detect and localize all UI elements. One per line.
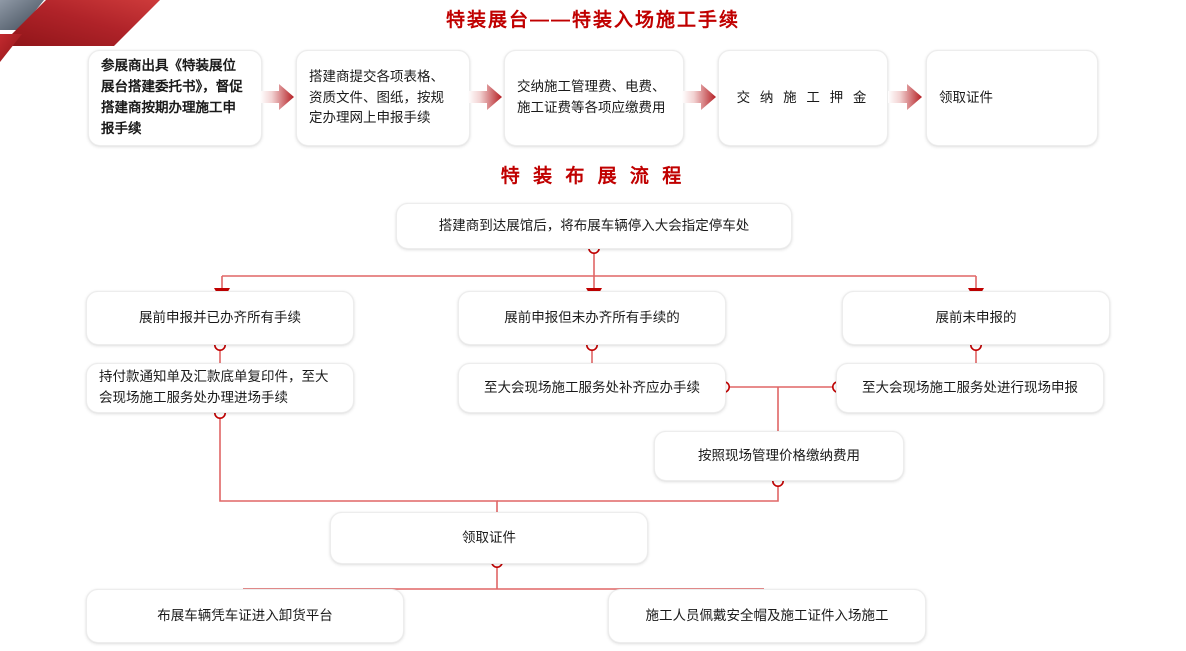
node-badge[interactable]: 领取证件 <box>330 512 648 564</box>
node-a-action-label: 持付款通知单及汇款底单复印件，至大会现场施工服务处办理进场手续 <box>99 369 329 405</box>
node-badge-label: 领取证件 <box>462 529 516 545</box>
node-branch-c-label: 展前未申报的 <box>935 309 1017 325</box>
procedure-step-2-label: 搭建商提交各项表格、资质文件、图纸，按规定办理网上申报手续 <box>309 68 444 126</box>
node-c-action-label: 至大会现场施工服务处进行现场申报 <box>862 379 1078 395</box>
node-branch-b[interactable]: 展前申报但未办齐所有手续的 <box>458 291 726 345</box>
node-pay-label: 按照现场管理价格缴纳费用 <box>698 447 860 463</box>
page-title-setup-flow: 特 装 布 展 流 程 <box>500 166 686 187</box>
node-a-action[interactable]: 持付款通知单及汇款底单复印件，至大会现场施工服务处办理进场手续 <box>86 363 354 413</box>
node-branch-a-label: 展前申报并已办齐所有手续 <box>139 309 301 325</box>
node-arrive-label: 搭建商到达展馆后，将布展车辆停入大会指定停车处 <box>438 217 750 233</box>
node-vehicle[interactable]: 布展车辆凭车证进入卸货平台 <box>86 589 404 643</box>
node-pay[interactable]: 按照现场管理价格缴纳费用 <box>654 431 904 481</box>
procedure-step-5-label: 领取证件 <box>939 89 993 105</box>
procedure-step-1-label: 参展商出具《特装展位展台搭建委托书》，督促搭建商按期办理施工申报手续 <box>101 58 243 136</box>
node-b-action-label: 至大会现场施工服务处补齐应办手续 <box>484 379 700 395</box>
procedure-step-1[interactable]: 参展商出具《特装展位展台搭建委托书》，督促搭建商按期办理施工申报手续 <box>88 50 262 146</box>
node-arrive[interactable]: 搭建商到达展馆后，将布展车辆停入大会指定停车处 <box>396 203 792 249</box>
node-branch-a[interactable]: 展前申报并已办齐所有手续 <box>86 291 354 345</box>
arrow-right-icon-3 <box>682 83 716 111</box>
procedure-step-3-label: 交纳施工管理费、电费、施工证费等各项应缴费用 <box>517 79 666 115</box>
arrow-right-icon-2 <box>468 83 502 111</box>
corner-red-accent <box>0 34 22 62</box>
procedure-step-3[interactable]: 交纳施工管理费、电费、施工证费等各项应缴费用 <box>504 50 684 146</box>
node-branch-b-label: 展前申报但未办齐所有手续的 <box>504 309 680 325</box>
node-branch-c[interactable]: 展前未申报的 <box>842 291 1110 345</box>
node-worker[interactable]: 施工人员佩戴安全帽及施工证件入场施工 <box>608 589 926 643</box>
node-c-action[interactable]: 至大会现场施工服务处进行现场申报 <box>836 363 1104 413</box>
procedure-step-5[interactable]: 领取证件 <box>926 50 1098 146</box>
node-worker-label: 施工人员佩戴安全帽及施工证件入场施工 <box>645 607 889 623</box>
arrow-right-icon-4 <box>888 83 922 111</box>
page-title-procedure: 特装展台——特装入场施工手续 <box>445 10 740 31</box>
procedure-step-2[interactable]: 搭建商提交各项表格、资质文件、图纸，按规定办理网上申报手续 <box>296 50 470 146</box>
procedure-step-4[interactable]: 交 纳 施 工 押 金 <box>718 50 888 146</box>
node-b-action[interactable]: 至大会现场施工服务处补齐应办手续 <box>458 363 726 413</box>
procedure-step-4-label: 交 纳 施 工 押 金 <box>736 89 870 105</box>
arrow-right-icon-1 <box>260 83 294 111</box>
node-vehicle-label: 布展车辆凭车证进入卸货平台 <box>157 607 333 623</box>
